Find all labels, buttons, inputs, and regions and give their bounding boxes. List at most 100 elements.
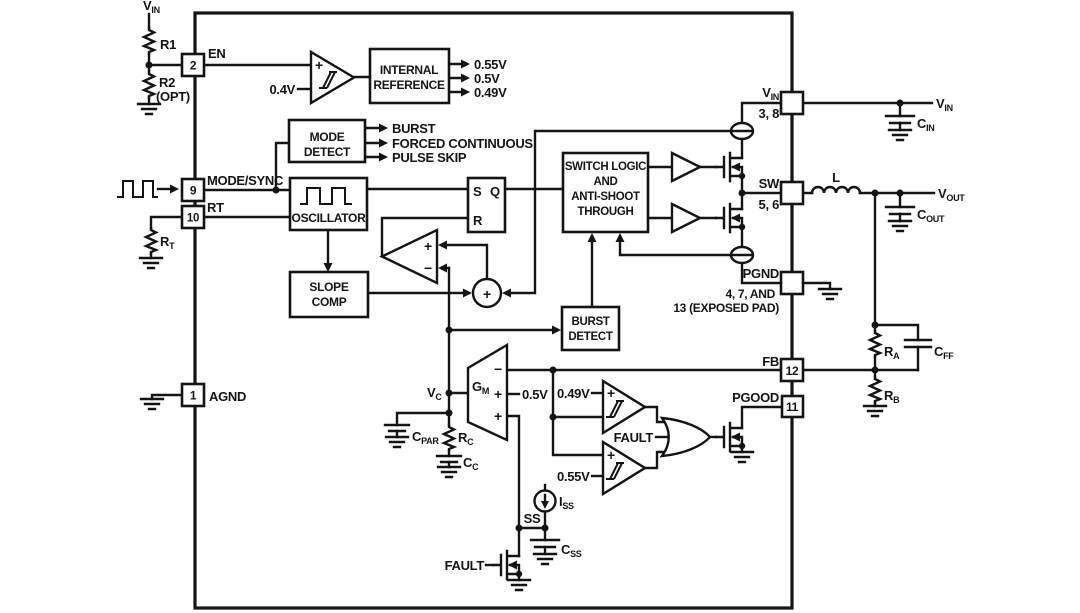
- label-iss: ISS: [559, 494, 574, 511]
- arrow-sense-up-icon: [615, 233, 625, 242]
- wire-pgood-drain: [740, 405, 783, 430]
- label-burst: BURST: [392, 121, 436, 136]
- block-text: AND: [593, 176, 617, 188]
- label-r2: R2: [159, 75, 175, 90]
- fault-mosfet-icon: [491, 549, 524, 581]
- pin-label-vin: VIN: [762, 85, 779, 102]
- pin-sw: [779, 180, 805, 206]
- ground-icon: [139, 397, 165, 411]
- wire-mode-detect-branch: [274, 141, 291, 192]
- label-rb: RB: [884, 388, 900, 405]
- latch-r: R: [473, 213, 483, 228]
- arrow-ref-outputs-icon: [461, 59, 470, 97]
- plus-sign: +: [494, 408, 502, 424]
- ground-icon: [136, 102, 162, 116]
- ic-boundary: [193, 11, 794, 610]
- label-rt-ext: RT: [160, 234, 175, 251]
- block-text: THROUGH: [577, 206, 633, 218]
- wire-lowside-source: [740, 225, 783, 285]
- wire-agnd: [150, 393, 184, 401]
- driver-buffer-icon: [670, 202, 703, 234]
- pin-label-pgood: PGOOD: [732, 390, 779, 405]
- label-pulse-skip: PULSE SKIP: [392, 150, 467, 165]
- pin-mode-sync: [180, 177, 206, 203]
- pin-number: 10: [187, 213, 199, 225]
- block-text: ANTI-SHOOT: [571, 191, 640, 203]
- pin-nums-pgnd-1: 4, 7, AND: [725, 287, 775, 301]
- pin-number: 12: [786, 364, 799, 378]
- clock-waveform-icon: [117, 180, 158, 198]
- pin-label-en: EN: [208, 46, 225, 61]
- pin-fb: [779, 357, 805, 383]
- block-internal-reference: [368, 47, 451, 105]
- ground-icon: [138, 256, 164, 270]
- pin-rt: [180, 204, 206, 230]
- pgood-mosfet-icon: [714, 421, 747, 453]
- driver-buffer-icon: [670, 151, 703, 183]
- ground-icon: [887, 219, 913, 233]
- label-rc: RC: [458, 430, 474, 447]
- highside-mosfet-icon: [714, 151, 747, 183]
- pins: [180, 52, 805, 419]
- block-text: INTERNAL: [380, 63, 438, 77]
- ground-icon: [817, 287, 843, 301]
- wire-pgnd-ground: [801, 281, 832, 291]
- pin-label-agnd: AGND: [209, 389, 246, 404]
- plus-sign: +: [315, 57, 323, 73]
- block-burst-detect: [560, 305, 621, 352]
- wire-comp-to-r: [380, 216, 470, 258]
- label-vin-top: VIN: [143, 0, 160, 15]
- cap-cff-icon: [903, 338, 933, 349]
- pwm-comparator-icon: [379, 228, 439, 285]
- pin-vin: [779, 90, 805, 116]
- label-fault-fet: FAULT: [445, 558, 485, 573]
- label-r1: R1: [160, 37, 176, 52]
- wire-fb-comparators: [551, 368, 605, 457]
- plus-sign: +: [424, 238, 432, 254]
- arrow-vc-comp-icon: [438, 263, 447, 273]
- block-text: MODE: [310, 130, 345, 144]
- wire-driver-outputs: [698, 165, 718, 220]
- ground-icon: [436, 465, 462, 479]
- wire-current-sense: [504, 129, 733, 295]
- ground-icon: [384, 435, 410, 449]
- pin-nums-vin: 3, 8: [759, 106, 780, 121]
- label-cc: CC: [463, 455, 479, 472]
- cap-cout-icon: [884, 205, 916, 216]
- gm-amplifier-icon: [466, 342, 509, 442]
- ground-icon: [887, 128, 913, 142]
- ground-icon: [862, 404, 888, 418]
- arrow-sum-comp-icon: [438, 240, 447, 250]
- arrow-osc-slope-icon: [323, 263, 333, 272]
- plus-sign: +: [607, 447, 615, 463]
- label-cout: COUT: [917, 207, 945, 224]
- latch-q: Q: [490, 184, 500, 199]
- function-blocks: [287, 47, 650, 352]
- label-cpar: CPAR: [412, 429, 439, 446]
- label-css: CSS: [561, 542, 582, 559]
- minus-sign: −: [494, 361, 502, 377]
- resistor-r2-icon: [142, 70, 156, 100]
- pin-nums-pgnd-2: 13 (EXPOSED PAD): [673, 301, 779, 315]
- resistor-rc-icon: [442, 423, 456, 453]
- pin-agnd: [180, 382, 206, 408]
- block-text: REFERENCE: [373, 78, 445, 92]
- latch-s: S: [473, 184, 482, 199]
- arrow-burst-in-icon: [552, 325, 561, 335]
- cap-cin-icon: [884, 114, 916, 125]
- pin-pgnd: [779, 270, 805, 296]
- label-ss: SS: [524, 511, 541, 526]
- block-slope-comp: [288, 270, 370, 319]
- block-text: SWITCH LOGIC: [565, 161, 646, 173]
- uv-comparator-icon: [601, 378, 648, 436]
- label-fault-gate: FAULT: [614, 430, 654, 445]
- arrow-slope-sum-icon: [463, 288, 472, 298]
- ground-icon: [506, 578, 532, 592]
- label-ra: RA: [884, 344, 900, 361]
- label-forced-continuous: FORCED CONTINUOUS: [392, 136, 533, 151]
- pin-number: 9: [190, 184, 197, 198]
- label-ref-05: 0.5V: [474, 71, 500, 86]
- arrow-sense-sum-icon: [502, 288, 511, 298]
